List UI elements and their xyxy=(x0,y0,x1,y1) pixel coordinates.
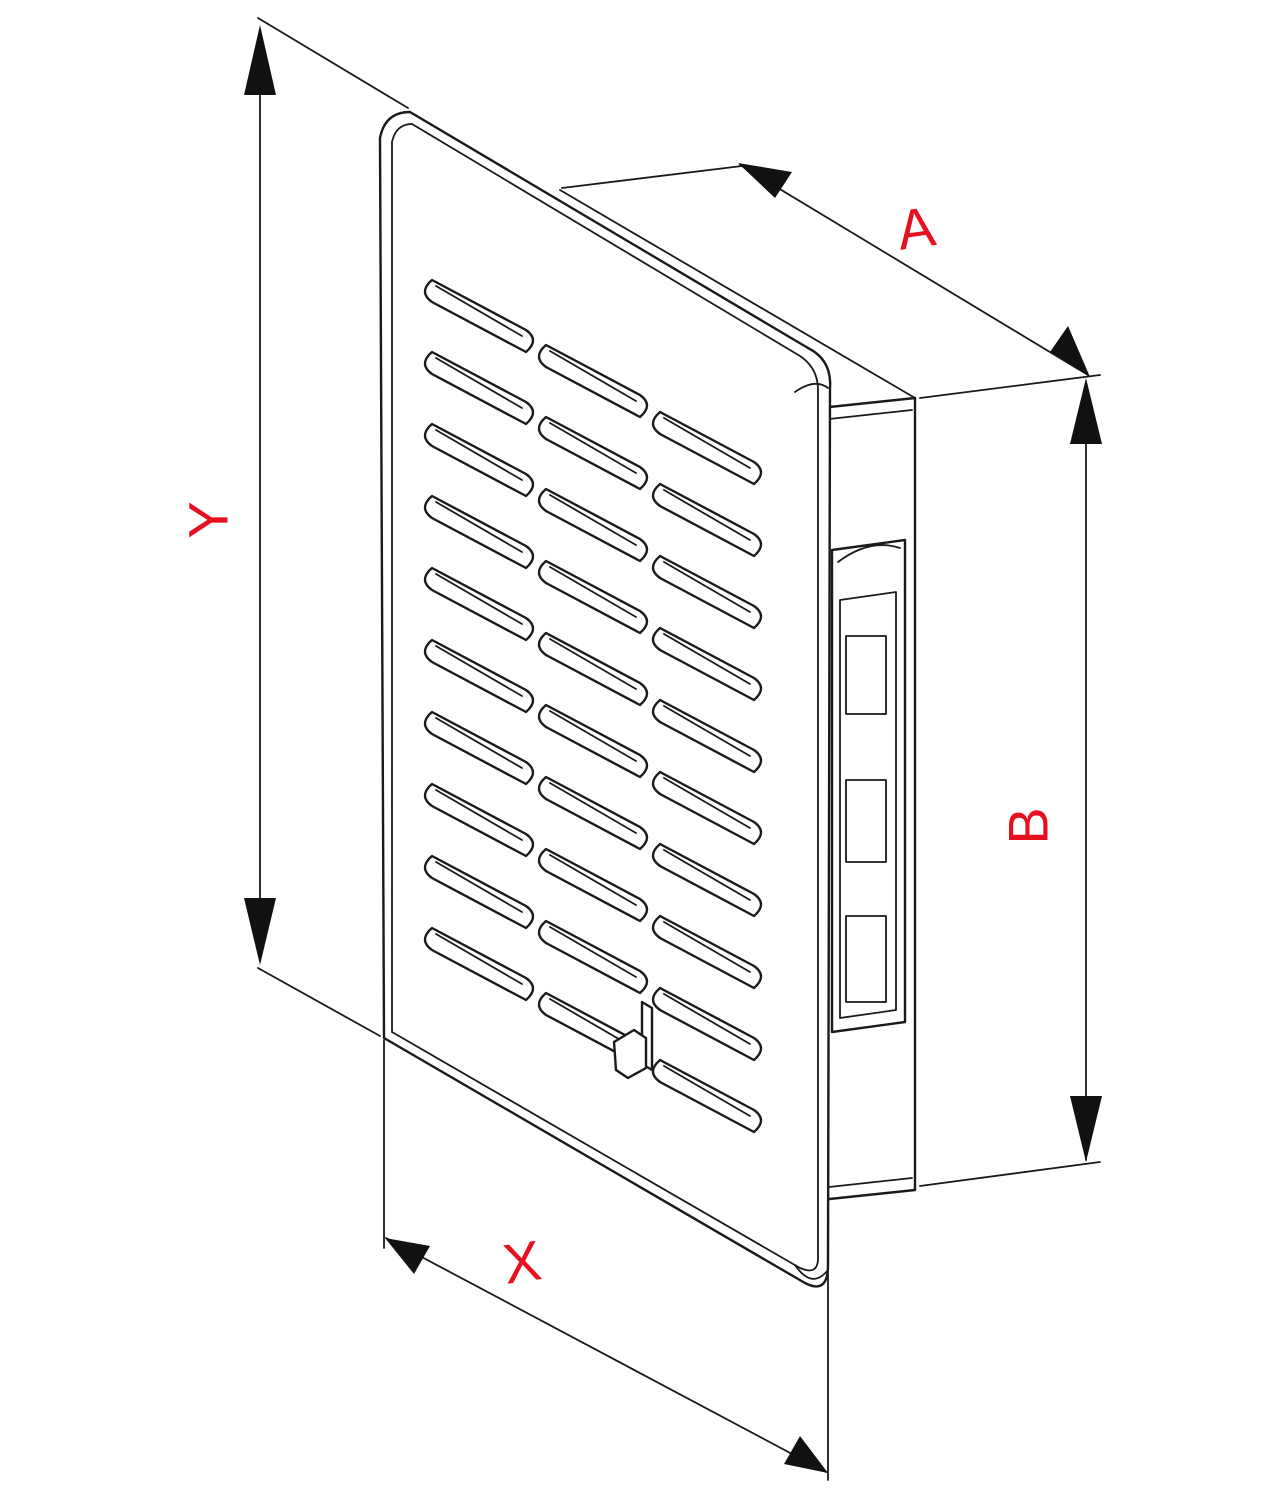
vent-slot-edge xyxy=(435,501,523,553)
label-b: B xyxy=(997,807,1060,844)
vent-slot xyxy=(651,698,763,774)
arrow-y-top xyxy=(244,25,276,95)
vent-slot xyxy=(537,415,649,491)
vent-slot-edge xyxy=(663,849,751,901)
vent-slot xyxy=(423,926,535,1002)
vent-slot xyxy=(537,703,649,779)
arrow-y-bottom xyxy=(244,898,276,965)
vent-slot-edge xyxy=(549,854,637,906)
vent-slot-edge xyxy=(549,494,637,546)
vent-slot-edge xyxy=(435,285,523,337)
collar-top-edge xyxy=(559,189,916,399)
vent-slot xyxy=(651,410,763,486)
adjustment-lever xyxy=(612,1000,654,1080)
vent-slot-edge xyxy=(435,429,523,481)
vent-slot-edge xyxy=(663,993,751,1045)
vent-slot-edge xyxy=(549,566,637,618)
arrow-b-bottom xyxy=(1070,1096,1102,1162)
grille-collar xyxy=(818,396,917,1202)
vent-slot xyxy=(651,986,763,1062)
vent-slot xyxy=(423,278,535,354)
vent-slot xyxy=(651,482,763,558)
vent-slot-edge xyxy=(549,422,637,474)
arrow-a-right xyxy=(1050,326,1090,377)
vent-slot xyxy=(423,350,535,426)
vent-slot xyxy=(423,638,535,714)
vent-slot xyxy=(537,487,649,563)
vent-slot xyxy=(537,559,649,635)
vent-slot xyxy=(423,854,535,930)
vent-slot xyxy=(651,842,763,918)
vent-slot-edge xyxy=(663,921,751,973)
dimension-b xyxy=(919,378,1102,1187)
label-a: A xyxy=(893,194,939,262)
vent-slot-edge xyxy=(435,789,523,841)
vent-slot-edge xyxy=(663,705,751,757)
vent-slot-edge xyxy=(663,561,751,613)
vent-slot xyxy=(423,566,535,642)
vent-slot xyxy=(537,631,649,707)
vent-slot-edge xyxy=(663,777,751,829)
vent-slot xyxy=(651,554,763,630)
vent-slot-edge xyxy=(663,489,751,541)
vent-slot xyxy=(423,494,535,570)
vent-slot-edge xyxy=(435,933,523,985)
vent-slot-edge xyxy=(435,573,523,625)
dimension-x xyxy=(383,1039,829,1481)
vent-slot xyxy=(537,847,649,923)
vent-slot-edge xyxy=(549,782,637,834)
vent-slot-edge xyxy=(549,638,637,690)
arrow-x-right xyxy=(784,1436,828,1473)
vent-slot xyxy=(537,919,649,995)
arrow-x-left xyxy=(385,1238,430,1274)
vent-slot-edge xyxy=(549,350,637,402)
vent-slot-edge xyxy=(435,645,523,697)
vent-slot-edge xyxy=(435,717,523,769)
vent-slot-edge xyxy=(663,1065,751,1117)
label-y: Y xyxy=(177,501,240,538)
vent-slot xyxy=(537,775,649,851)
vent-slot-edge xyxy=(663,633,751,685)
vent-slot-edge xyxy=(435,861,523,913)
vent-slot xyxy=(651,1058,763,1134)
vent-slot xyxy=(651,914,763,990)
arrow-a-left xyxy=(738,163,792,198)
arrow-b-top xyxy=(1070,378,1102,444)
dimension-a xyxy=(561,163,1101,399)
vent-slot xyxy=(423,710,535,786)
vent-slot xyxy=(537,343,649,419)
label-x: X xyxy=(499,1228,545,1296)
vent-slot xyxy=(651,770,763,846)
vent-slot xyxy=(423,782,535,858)
vent-slot-edge xyxy=(435,357,523,409)
vent-slot-edge xyxy=(663,417,751,469)
vent-slot-edge xyxy=(549,926,637,978)
slot-grid xyxy=(423,278,763,1134)
vent-slot xyxy=(423,422,535,498)
vent-slot xyxy=(651,626,763,702)
vent-slot-edge xyxy=(549,710,637,762)
dimension-y xyxy=(244,17,409,1037)
